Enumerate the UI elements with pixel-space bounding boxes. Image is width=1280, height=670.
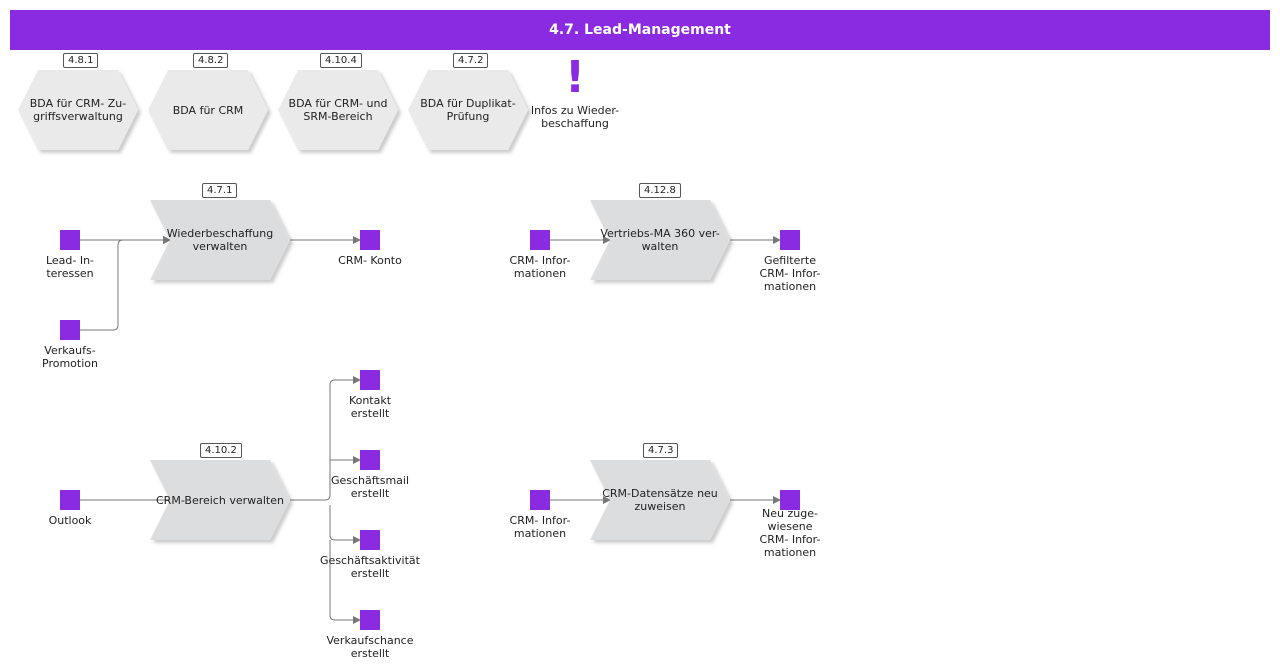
object-label: Lead- In- teressen [45,254,95,280]
object-lead-interessen [60,230,80,250]
object-kontakt-erstellt [360,370,380,390]
object-verkaufschance-erstellt [360,610,380,630]
ref-badge: 4.7.2 [453,53,489,68]
object-label: Kontakt erstellt [348,394,392,420]
object-label: Gefilterte CRM- Infor- mationen [759,254,821,293]
process-label-text: Wiederbeschaffung verwalten [166,227,274,253]
object-neu-zugewiesene-crm-informationen [780,490,800,510]
object-label: Geschäftsmail erstellt [330,474,410,500]
ref-badge: 4.7.1 [202,183,238,198]
hexagon-bda-crm [148,70,268,150]
ref-badge: 4.8.2 [193,53,229,68]
process-crm-bereich [150,460,290,540]
process-label: Wiederbeschaffung verwalten [160,200,280,280]
hexagon-bda-crm-zugriffsverwaltung [18,70,138,150]
info-label: Infos zu Wieder- beschaffung [530,104,620,130]
process-label: CRM-Datensätze neu zuweisen [598,460,722,540]
ref-badge: 4.8.1 [63,53,99,68]
hexagon-bda-crm-srm [278,70,398,150]
hexagon-label: BDA für CRM- und SRM-Bereich [282,70,394,150]
object-label: CRM- Konto [338,254,402,267]
hexagon-label: BDA für Duplikat- Prüfung [412,70,524,150]
object-label: CRM- Infor- mationen [509,514,571,540]
process-wiederbeschaffung [150,200,290,280]
hexagon-label-text: BDA für CRM- Zu- griffsverwaltung [29,97,127,123]
object-crm-konto [360,230,380,250]
object-gefilterte-crm-informationen [780,230,800,250]
ref-badge: 4.7.3 [643,443,679,458]
diagram-title: 4.7. Lead-Management [10,10,1270,50]
hexagon-label: BDA für CRM [152,70,264,150]
ref-badge: 4.12.8 [639,183,681,198]
ref-badge: 4.10.2 [200,443,242,458]
hexagon-label-text: BDA für Duplikat- Prüfung [420,97,516,123]
hexagon-bda-duplikat [408,70,528,150]
process-label: CRM-Bereich verwalten [150,460,290,540]
object-label: Geschäftsaktivität erstellt [320,554,420,580]
object-geschaeftsmail-erstellt [360,450,380,470]
process-label-text: CRM-Bereich verwalten [156,493,284,507]
hexagon-label-text: BDA für CRM- und SRM-Bereich [288,97,388,123]
object-geschaeftsaktivitaet-erstellt [360,530,380,550]
ref-badge: 4.10.4 [320,53,362,68]
object-verkaufs-promotion [60,320,80,340]
edge-crm-bereich-branch [290,376,361,501]
process-crm-datensaetze [590,460,730,540]
edge-crm-bereich-to-verkaufschance [329,540,361,624]
object-outlook [60,490,80,510]
object-label: Outlook [48,514,92,527]
object-crm-informationen-2 [530,490,550,510]
process-label-text: Vertriebs-MA 360 ver- walten [600,227,720,253]
object-label: CRM- Infor- mationen [509,254,571,280]
exclamation-icon: ! [565,52,586,103]
edge-promotion-to-wiederbeschaffung [80,236,171,331]
object-label: Neu zuge- wiesene CRM- Infor- mationen [759,507,821,559]
object-crm-informationen-1 [530,230,550,250]
process-vertriebs-ma [590,200,730,280]
edge-crm-bereich-to-aktivitaet [329,505,361,544]
process-label: Vertriebs-MA 360 ver- walten [598,200,722,280]
object-label: Verkaufschance erstellt [326,634,414,660]
process-label-text: CRM-Datensätze neu zuweisen [602,487,718,513]
object-label: Verkaufs- Promotion [42,344,98,370]
hexagon-label: BDA für CRM- Zu- griffsverwaltung [22,70,134,150]
hexagon-label-text: BDA für CRM [172,103,244,117]
